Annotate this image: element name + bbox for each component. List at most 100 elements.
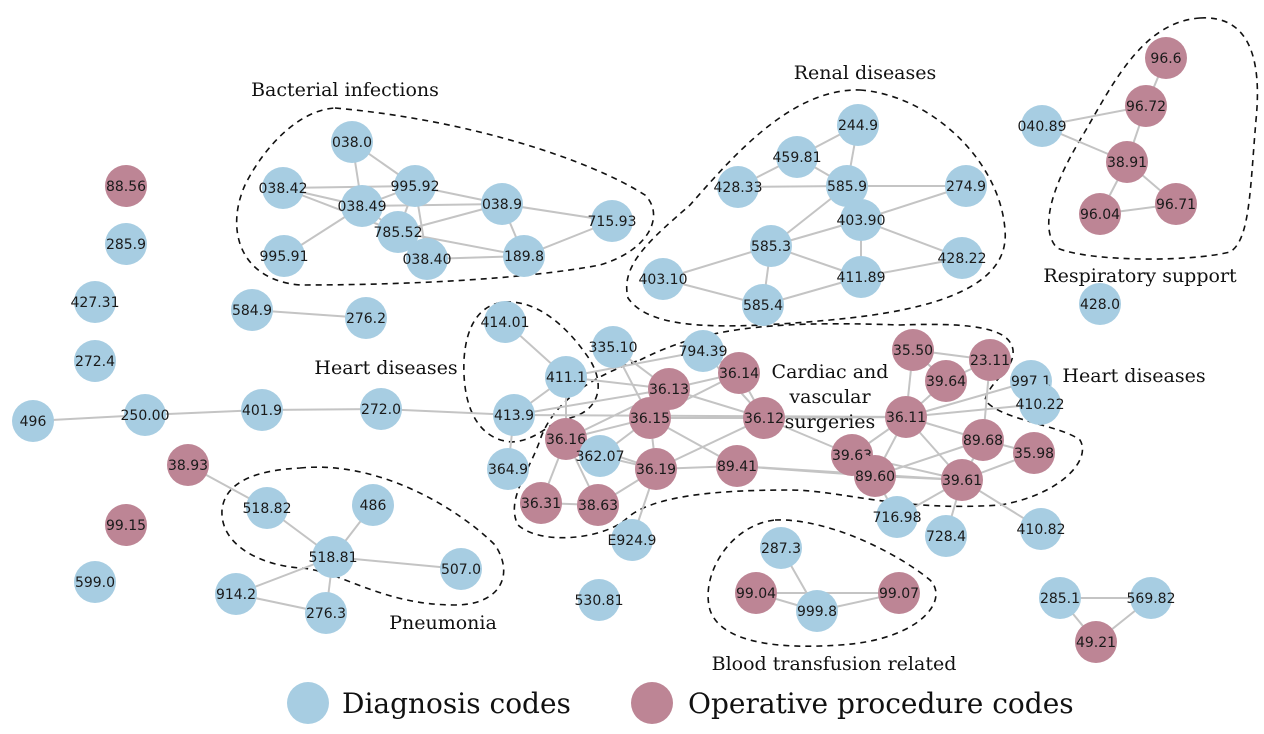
node-36-16: 36.16	[545, 418, 587, 460]
node-96-04: 96.04	[1079, 193, 1121, 235]
node-circle-585-9	[826, 165, 868, 207]
node-circle-36-11	[885, 396, 927, 438]
node-459-81: 459.81	[773, 136, 822, 178]
node-36-11: 36.11	[885, 396, 927, 438]
node-585-3: 585.3	[750, 225, 792, 267]
node-label-584-9: 584.9	[232, 303, 272, 319]
node-518-82: 518.82	[243, 487, 292, 529]
node-circle-496	[12, 400, 54, 442]
node-label-585-3: 585.3	[751, 239, 791, 255]
node-circle-96-04	[1079, 193, 1121, 235]
node-label-335-10: 335.10	[589, 340, 638, 356]
edge-36-11-to-997-1	[905, 380, 1032, 418]
node-label-599-0: 599.0	[75, 575, 115, 591]
cardiac-label-line-0: Cardiac and	[772, 361, 889, 383]
node-circle-038-0	[331, 121, 373, 163]
node-38-93: 38.93	[167, 444, 209, 486]
node-label-428-0: 428.0	[1080, 297, 1120, 313]
node-label-38-91: 38.91	[1107, 155, 1147, 171]
node-circle-403-10	[642, 258, 684, 300]
node-label-403-90: 403.90	[837, 213, 886, 229]
node-circle-716-98	[876, 496, 918, 538]
node-411-1: 411.1	[545, 356, 587, 398]
node-label-23-11: 23.11	[970, 353, 1010, 369]
node-label-276-2: 276.2	[346, 311, 386, 327]
node-circle-486	[352, 484, 394, 526]
node-038-42: 038.42	[259, 167, 308, 209]
group-boundaries	[221, 17, 1259, 648]
node-244-9: 244.9	[837, 104, 879, 146]
node-circle-410-82	[1020, 508, 1062, 550]
node-circle-038-40	[406, 238, 448, 280]
node-39-61: 39.61	[941, 459, 983, 501]
node-circle-411-89	[840, 256, 882, 298]
node-label-486: 486	[360, 498, 387, 514]
node-label-244-9: 244.9	[838, 118, 878, 134]
node-label-272-0: 272.0	[361, 402, 401, 418]
node-circle-88-56	[105, 165, 147, 207]
group-respiratory-support	[1047, 17, 1259, 260]
node-circle-518-82	[246, 487, 288, 529]
group-labels: Bacterial infections Renal diseases Resp…	[251, 62, 1237, 675]
edge-785-52-to-189-8	[397, 231, 525, 257]
node-label-89-41: 89.41	[717, 459, 757, 475]
node-label-428-22: 428.22	[938, 251, 987, 267]
node-189-8: 189.8	[503, 235, 545, 277]
node-label-36-11: 36.11	[886, 410, 926, 426]
node-label-459-81: 459.81	[773, 150, 822, 166]
node-circle-995-91	[263, 235, 305, 277]
node-88-56: 88.56	[105, 165, 147, 207]
node-circle-38-63	[577, 484, 619, 526]
node-label-728-4: 728.4	[926, 529, 966, 545]
node-circle-584-9	[231, 289, 273, 331]
node-label-914-2: 914.2	[216, 587, 256, 603]
node-728-4: 728.4	[925, 515, 967, 557]
node-569-82: 569.82	[1127, 577, 1176, 619]
node-circle-35-98	[1013, 432, 1055, 474]
node-circle-274-9	[945, 165, 987, 207]
node-label-99-15: 99.15	[106, 518, 146, 534]
node-circle-995-92	[394, 165, 436, 207]
node-486: 486	[352, 484, 394, 526]
legend: Diagnosis codes Operative procedure code…	[287, 682, 1074, 724]
node-785-52: 785.52	[374, 211, 423, 253]
node-428-22: 428.22	[938, 237, 987, 279]
node-circle-914-2	[215, 573, 257, 615]
node-circle-785-52	[377, 211, 419, 253]
group-label-respiratory-support: Respiratory support	[1043, 265, 1237, 287]
node-circle-38-93	[167, 444, 209, 486]
node-427-31: 427.31	[71, 281, 120, 323]
node-label-274-9: 274.9	[946, 179, 986, 195]
node-999-8: 999.8	[796, 590, 838, 632]
node-circle-49-21	[1075, 621, 1117, 663]
node-287-3: 287.3	[760, 527, 802, 569]
node-label-285-9: 285.9	[106, 237, 146, 253]
node-label-999-8: 999.8	[797, 604, 837, 620]
node-403-90: 403.90	[837, 199, 886, 241]
node-label-36-12: 36.12	[744, 411, 784, 427]
node-99-15: 99.15	[105, 504, 147, 546]
node-circle-36-16	[545, 418, 587, 460]
node-label-250-00: 250.00	[121, 408, 170, 424]
node-label-362-07: 362.07	[576, 449, 625, 465]
group-label-renal-diseases: Renal diseases	[794, 62, 937, 84]
node-circle-189-8	[503, 235, 545, 277]
node-39-64: 39.64	[925, 360, 967, 402]
node-label-89-60: 89.60	[855, 469, 895, 485]
node-label-36-19: 36.19	[636, 462, 676, 478]
group-renal-diseases	[625, 89, 1006, 327]
edge-272-0-to-413-9	[380, 408, 515, 416]
node-403-10: 403.10	[639, 258, 688, 300]
node-circle-403-90	[840, 199, 882, 241]
node-label-99-04: 99.04	[736, 586, 776, 602]
node-038-0: 038.0	[331, 121, 373, 163]
node-040-89: 040.89	[1018, 105, 1067, 147]
node-circle-530-81	[578, 579, 620, 621]
node-715-93: 715.93	[588, 200, 637, 242]
node-circle-459-81	[776, 136, 818, 178]
node-96-71: 96.71	[1155, 183, 1197, 225]
node-label-88-56: 88.56	[106, 179, 146, 195]
node-circle-599-0	[74, 561, 116, 603]
node-label-410-82: 410.82	[1017, 522, 1066, 538]
